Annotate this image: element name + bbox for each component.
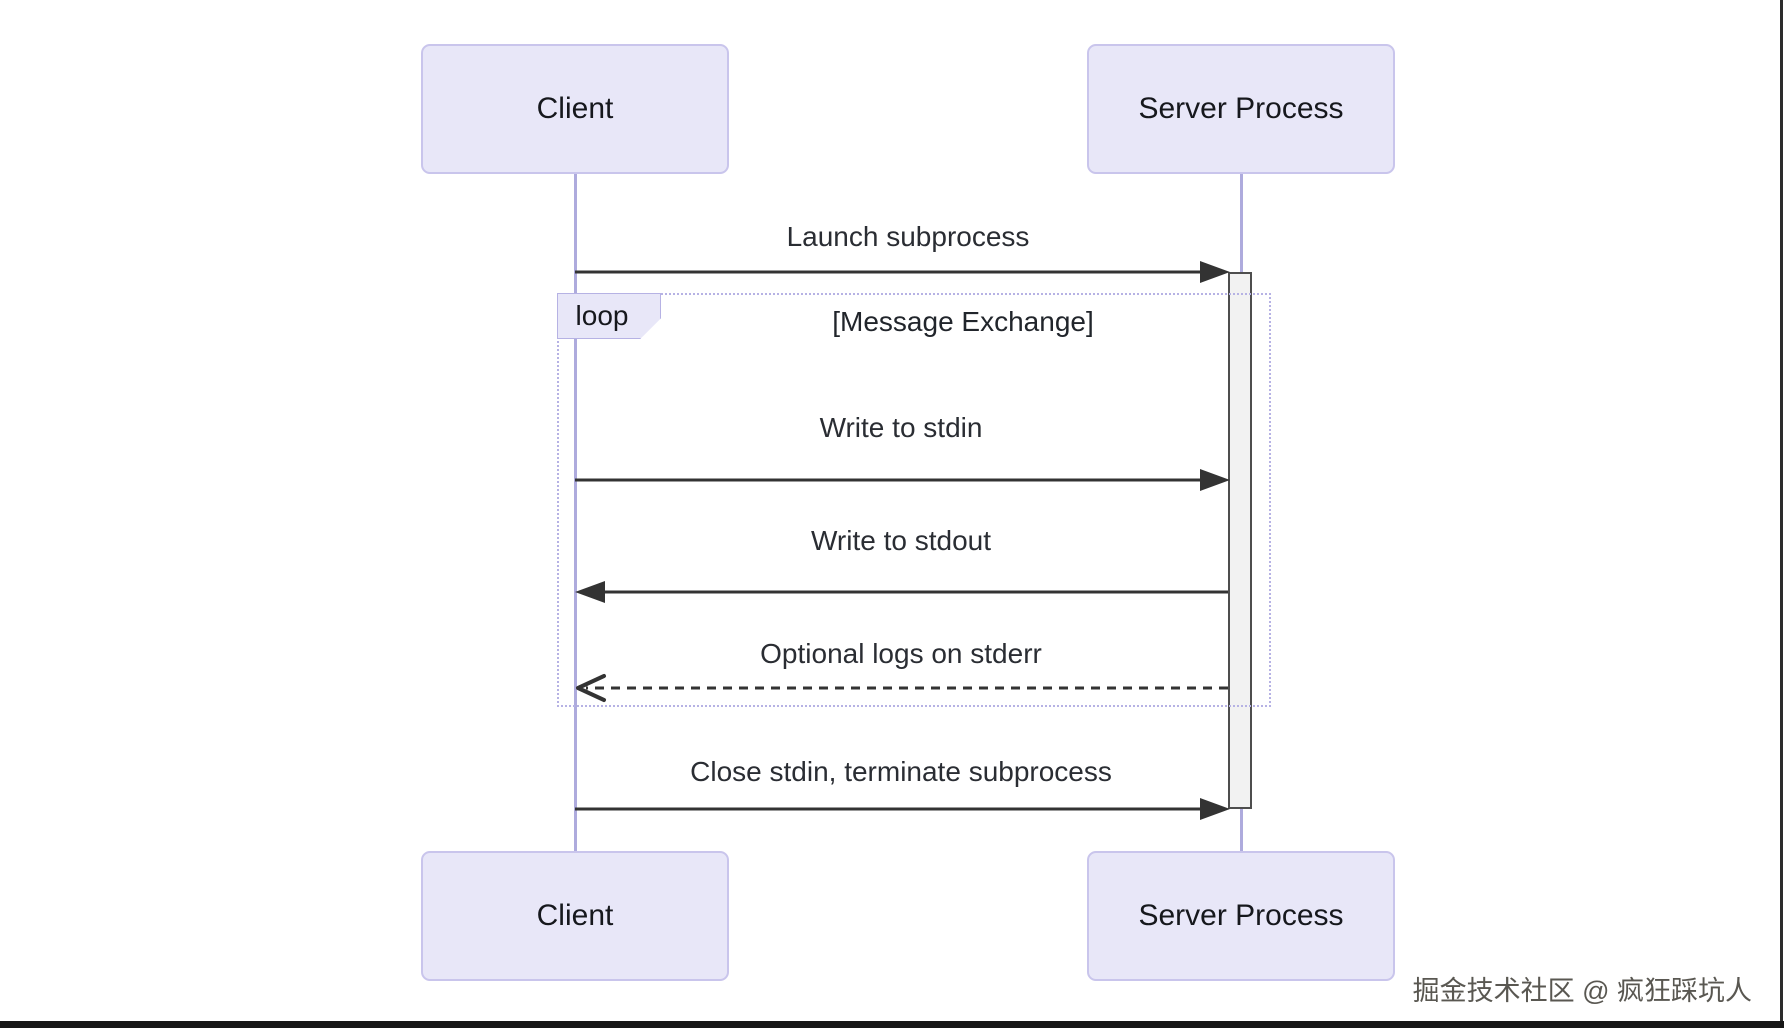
loop-label: loop (575, 300, 629, 331)
loop-label-tab: loop (557, 293, 661, 339)
watermark-text: 掘金技术社区 @ 疯狂踩坑人 (1412, 976, 1752, 1006)
right-edge-line (1780, 0, 1783, 1028)
actor-label-server-bottom: Server Process (1138, 899, 1344, 932)
message-label-write-to-stdout: Write to stdout (810, 525, 992, 556)
actor-label-client-bottom: Client (536, 899, 614, 932)
message-label-optional-logs-stderr: Optional logs on stderr (760, 638, 1042, 669)
actor-box-server-top: Server Process (1087, 44, 1395, 174)
lifeline-client (574, 174, 577, 852)
bottom-letterbox-bar (0, 1021, 1784, 1028)
arrow-close-stdin (575, 798, 1230, 820)
arrow-launch-subprocess (575, 261, 1230, 283)
message-label-write-to-stdin: Write to stdin (819, 412, 983, 443)
message-label-close-stdin: Close stdin, terminate subprocess (690, 756, 1112, 787)
activation-bar-server (1228, 272, 1252, 809)
actor-label-client-top: Client (536, 92, 614, 125)
actor-box-client-bottom: Client (421, 851, 729, 981)
actor-box-client-top: Client (421, 44, 729, 174)
actor-box-server-bottom: Server Process (1087, 851, 1395, 981)
actor-label-server-top: Server Process (1138, 92, 1344, 125)
message-label-launch-subprocess: Launch subprocess (786, 221, 1030, 252)
loop-frame (557, 293, 1271, 707)
loop-title: [Message Exchange] (832, 306, 1094, 337)
